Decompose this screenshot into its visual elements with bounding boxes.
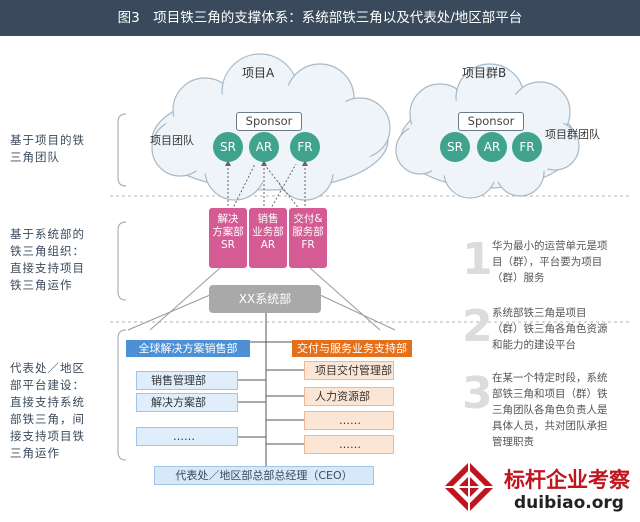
box-line: SR [221,239,235,251]
delivery-service-support-dept: 交付与服务业务支持部 [292,340,412,357]
box-line: 业务部 [252,226,284,238]
note-line: 和能力的建设平台 [492,339,576,351]
note-number-3: 3 [462,368,493,419]
pink-box-delivery: 交付& 服务部 FR [289,208,327,268]
xx-system-dept: XX系统部 [209,285,321,313]
sales-management-dept: 销售管理部 [136,371,238,390]
global-solution-sales-dept: 全球解决方案销售部 [126,340,250,357]
project-a-title: 项目A [242,66,275,80]
label-line: 基于系统部的 [10,227,85,241]
note-line: （群）服务 [492,272,545,284]
label-line: 部平台建设： [10,378,85,392]
box-line: 交付& [293,213,323,225]
project-b-ar: AR [477,132,507,162]
ceo-box: 代表处／地区部总部总经理（CEO） [154,466,374,485]
note-line: 三角团队各角色负责人是 [492,404,608,416]
note-number-1: 1 [462,234,493,285]
orange-more-2: …… [304,435,394,454]
hr-dept: 人力资源部 [304,387,394,406]
project-a-team-label: 项目团队 [150,134,194,147]
note-1: 华为最小的运营单元是项 目（群），平台要为项目 （群）服务 [492,238,608,286]
label-line: 部铁三角，间 [10,412,85,426]
note-line: 目（群），平台要为项目 [492,256,603,268]
project-b-sr: SR [440,132,470,162]
note-line: （群）铁三角各角色资源 [492,323,608,335]
label-line: 接支持项目铁 [10,429,85,443]
watermark-url: duibiao.org [514,493,624,513]
box-line: 服务部 [292,226,324,238]
box-line: 方案部 [212,226,244,238]
label-line: 基于项目的铁 [10,133,85,147]
project-b-fr: FR [512,132,542,162]
label-line: 代表处／地区 [10,361,85,375]
bracket-3 [117,329,127,461]
project-delivery-mgmt-dept: 项目交付管理部 [304,361,394,380]
label-line: 直接支持项目 [10,261,85,275]
label-project-iron-triangle: 基于项目的铁 三角团队 [10,132,85,166]
box-line: FR [301,239,315,251]
note-2: 系统部铁三角是项目 （群）铁三角各角色资源 和能力的建设平台 [492,305,608,353]
bracket-2 [117,221,127,301]
project-b-sponsor: Sponsor [458,112,524,131]
project-b-title: 项目群B [462,66,507,80]
watermark-logo-icon [444,462,494,512]
box-line: 解决 [217,213,239,225]
note-line: 华为最小的运营单元是项 [492,240,608,252]
note-3: 在某一个特定时段，系统 部铁三角和项目（群）铁 三角团队各角色负责人是 具体人员… [492,370,608,450]
label-platform: 代表处／地区 部平台建设： 直接支持系统 部铁三角，间 接支持项目铁 三角运作 [10,360,85,462]
label-line: 三角运作 [10,446,60,460]
note-line: 管理职责 [492,436,534,448]
label-line: 直接支持系统 [10,395,85,409]
watermark-name: 标杆企业考察 [504,468,630,492]
label-line: 铁三角运作 [10,278,73,292]
box-line: AR [260,239,276,251]
project-a-sr: SR [213,132,243,162]
note-line: 在某一个特定时段，系统 [492,372,608,384]
label-line: 三角团队 [10,150,60,164]
orange-more-1: …… [304,411,394,430]
note-line: 部铁三角和项目（群）铁 [492,388,608,400]
figure-title: 图3 项目铁三角的支撑体系：系统部铁三角以及代表处/地区部平台 [0,0,640,36]
box-line: 销售 [257,213,279,225]
label-system-iron-triangle: 基于系统部的 铁三角组织： 直接支持项目 铁三角运作 [10,226,85,294]
label-line: 铁三角组织： [10,244,85,258]
note-number-2: 2 [462,301,493,352]
project-b-team-label: 项目群团队 [545,128,600,141]
pink-box-solution: 解决 方案部 SR [209,208,247,268]
solution-dept: 解决方案部 [136,393,238,412]
project-a-sponsor: Sponsor [236,112,302,131]
blue-more: …… [136,427,238,446]
project-a-fr: FR [290,132,320,162]
note-line: 系统部铁三角是项目 [492,307,587,319]
pink-box-sales: 销售 业务部 AR [249,208,287,268]
project-a-ar: AR [249,132,279,162]
bracket-1 [117,113,127,187]
note-line: 具体人员，共对团队承担 [492,420,608,432]
